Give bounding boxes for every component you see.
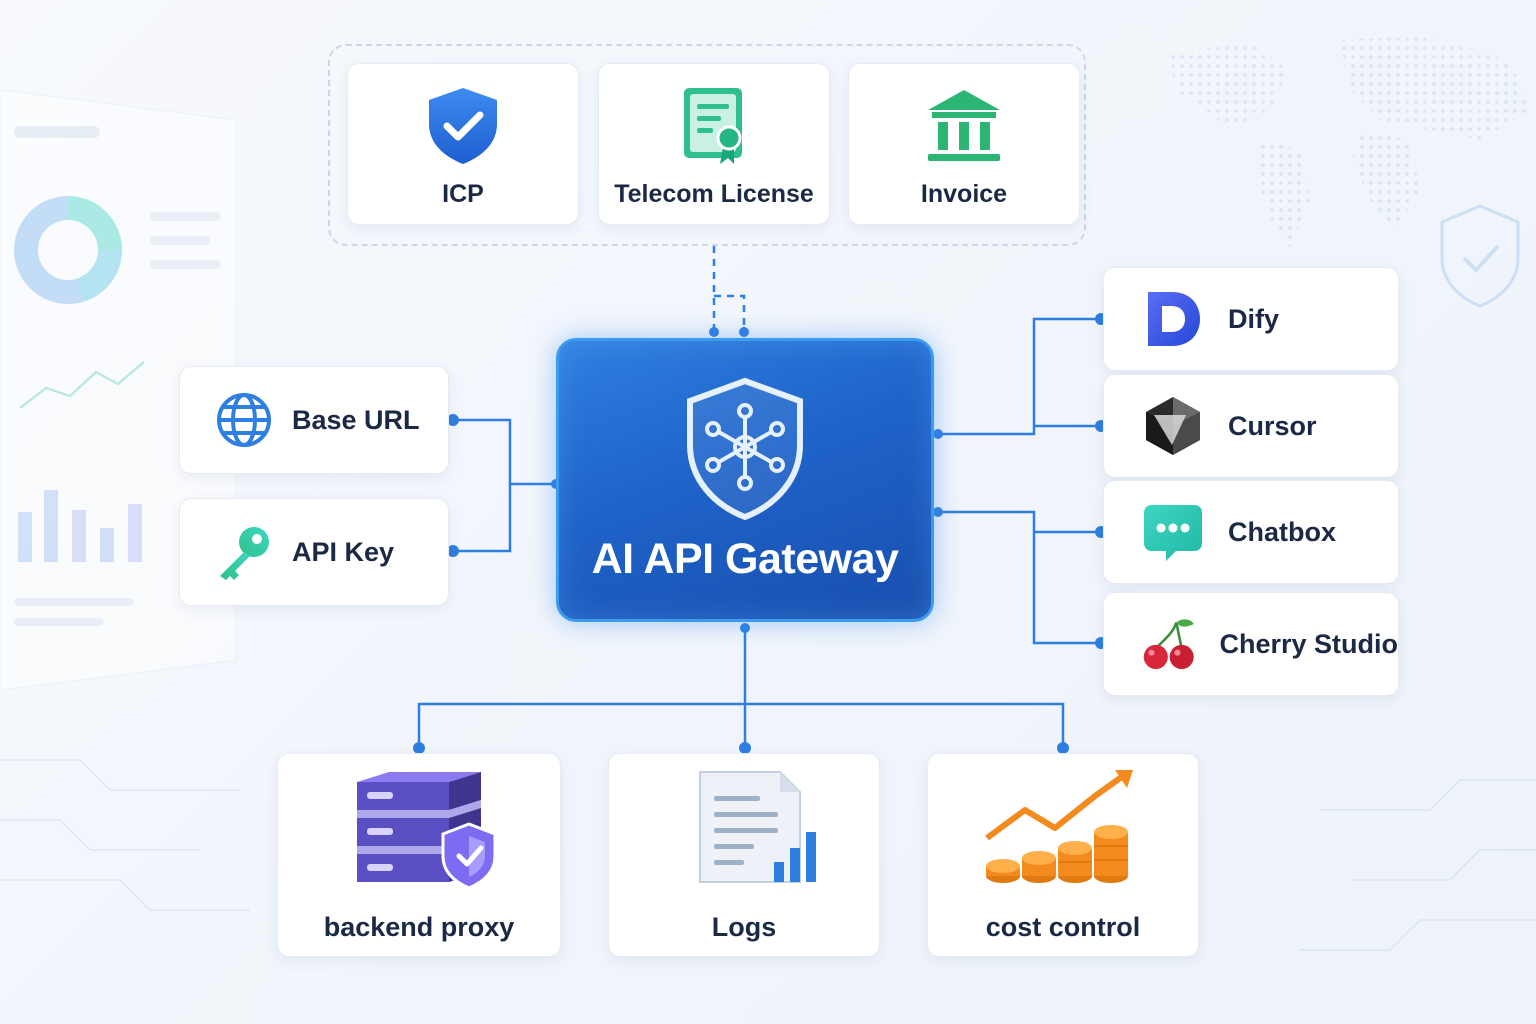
connector-dot (739, 742, 751, 754)
client-label: Cursor (1228, 410, 1317, 441)
connector-dot (447, 414, 459, 426)
input-label: API Key (292, 536, 395, 567)
client-card-cursor[interactable]: Cursor (1103, 374, 1399, 478)
connector-compliance-branch (714, 294, 746, 330)
client-card-chatbox[interactable]: Chatbox (1103, 480, 1399, 584)
feature-card-logs[interactable]: Logs (608, 753, 880, 957)
connector-dot (933, 429, 943, 439)
connector-base-url (454, 418, 556, 486)
input-card-base-url[interactable]: Base URL (179, 366, 449, 474)
world-map-dots (1170, 36, 1530, 248)
bank-icon (928, 90, 1000, 161)
client-label: Chatbox (1228, 516, 1336, 547)
compliance-card-invoice[interactable]: Invoice (848, 63, 1080, 225)
connector-dot (1057, 742, 1069, 754)
faded-shield-icon (1440, 204, 1520, 308)
compliance-card-telecom-license[interactable]: Telecom License (598, 63, 830, 225)
gateway-box[interactable]: AI API Gateway (556, 338, 934, 622)
gateway-title: AI API Gateway (591, 535, 899, 583)
input-card-api-key[interactable]: API Key (179, 498, 449, 606)
connector-dot (933, 507, 943, 517)
client-label: Dify (1228, 303, 1280, 334)
compliance-label: Invoice (920, 180, 1008, 208)
key-icon (220, 527, 269, 580)
feature-label: Logs (711, 912, 777, 942)
dify-logo-icon (1148, 292, 1200, 346)
cursor-logo-icon (1146, 397, 1200, 455)
connector-backend-proxy (417, 702, 745, 748)
certificate-icon (684, 88, 742, 164)
feature-label: backend proxy (323, 912, 515, 942)
feature-label: cost control (985, 912, 1141, 942)
faded-dashboard-panel (0, 89, 237, 691)
feature-card-cost-control[interactable]: cost control (927, 753, 1199, 957)
shield-network-icon (687, 377, 803, 521)
connector-api-key (454, 484, 512, 553)
chat-bubble-icon (1144, 505, 1202, 561)
feature-card-backend-proxy[interactable]: backend proxy (277, 753, 561, 957)
client-card-cherry-studio[interactable]: Cherry Studio (1103, 592, 1399, 696)
cherry-icon (1143, 619, 1194, 670)
log-document-chart-icon (699, 771, 816, 883)
connector-dot (413, 742, 425, 754)
compliance-group (328, 44, 1086, 246)
shield-check-icon (429, 88, 497, 164)
connector-dot (739, 327, 749, 337)
client-label: Cherry Studio (1219, 628, 1398, 659)
server-shield-icon (357, 772, 497, 890)
connector-dot (709, 327, 719, 337)
globe-icon (217, 393, 271, 447)
client-card-dify[interactable]: Dify (1103, 267, 1399, 371)
connector-dot (447, 545, 459, 557)
connector-dot (740, 623, 750, 633)
connector-dify (938, 317, 1100, 436)
connector-cherry-studio (938, 510, 1100, 645)
input-label: Base URL (292, 404, 420, 435)
circuit-traces (0, 759, 1536, 951)
coins-trend-icon (985, 770, 1133, 883)
connector-cost-control (745, 702, 1065, 748)
compliance-label: Telecom License (614, 180, 814, 208)
compliance-card-icp[interactable]: ICP (347, 63, 579, 225)
compliance-label: ICP (442, 180, 484, 208)
